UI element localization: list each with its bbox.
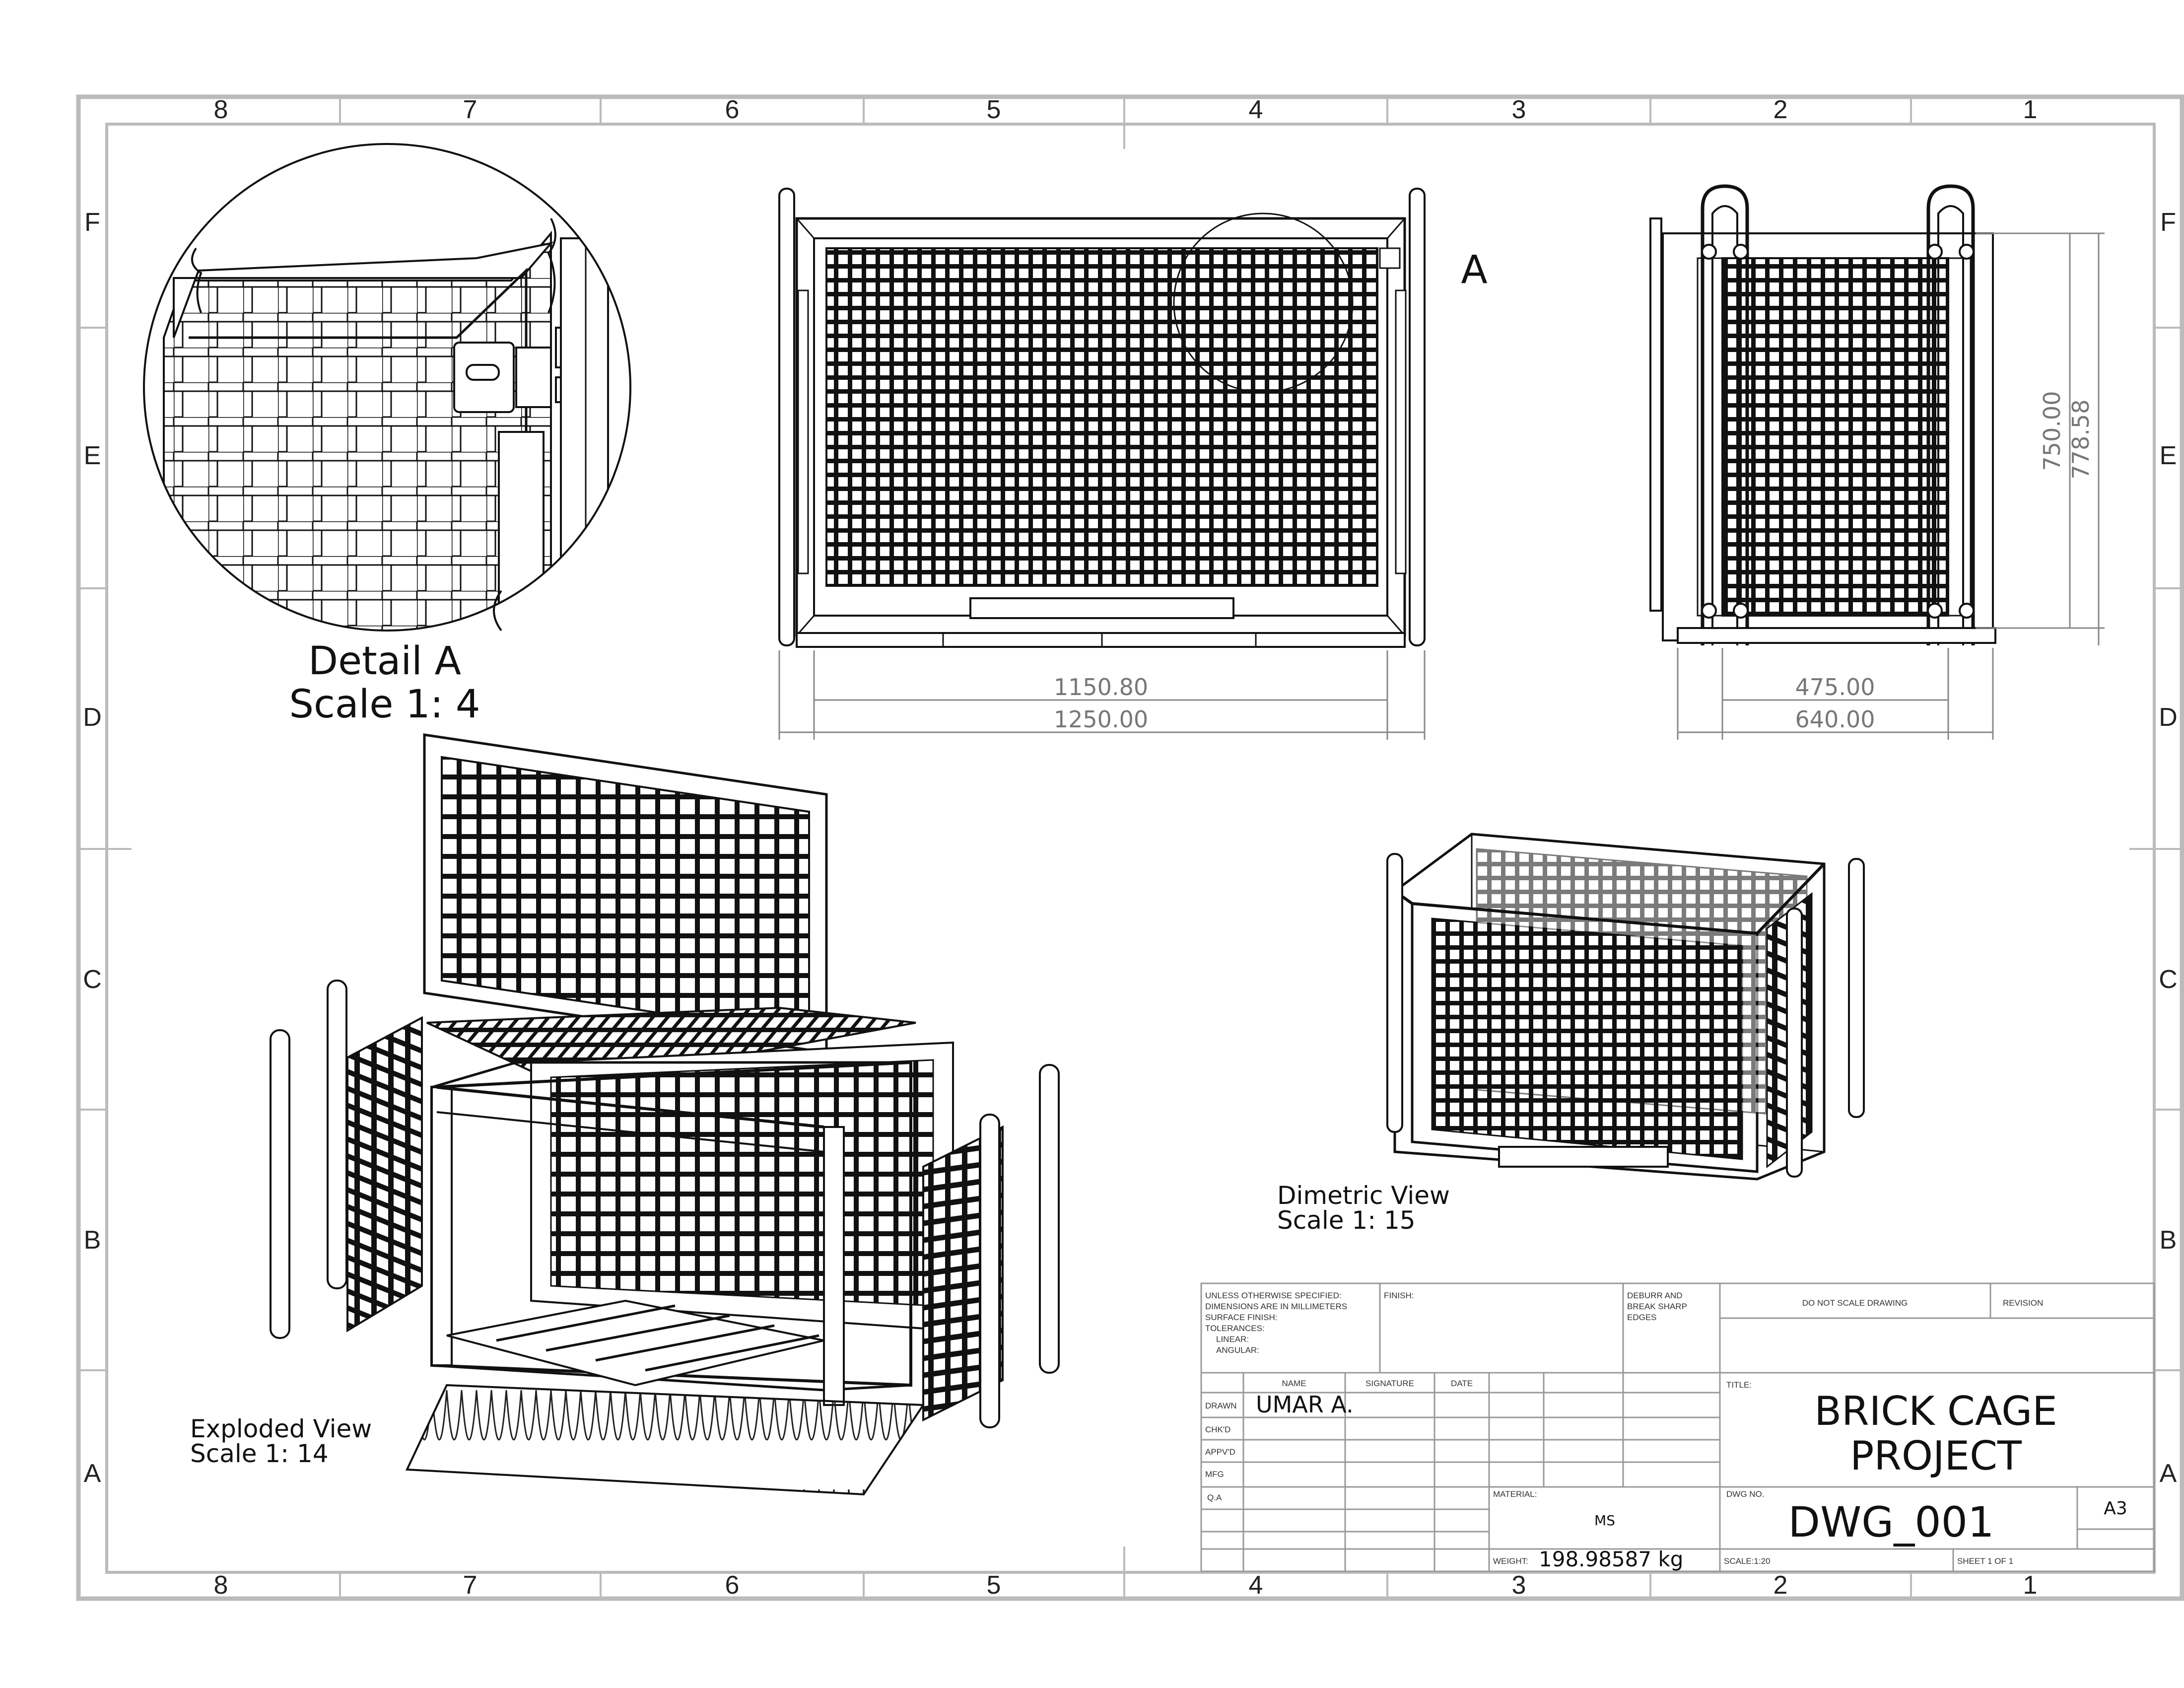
zone-col-label: 3	[1512, 1571, 1526, 1600]
tb-deburr: EDGES	[1627, 1313, 1657, 1322]
dimetric-view-title: Dimetric View	[1277, 1181, 1450, 1210]
tb-drawn-by: UMAR A.	[1256, 1391, 1354, 1418]
zone-row-label: F	[2160, 208, 2176, 237]
tb-note: SURFACE FINISH:	[1205, 1313, 1277, 1322]
tb-row-label: APPV'D	[1205, 1447, 1235, 1457]
tb-row-label: CHK'D	[1205, 1425, 1230, 1434]
zone-col-label: 6	[725, 95, 740, 124]
tb-finish-label: FINISH:	[1384, 1291, 1414, 1300]
exploded-view-scale: Scale 1: 14	[190, 1439, 329, 1468]
zone-col-label: 6	[725, 1571, 740, 1600]
tb-dwg-no-label: DWG NO.	[1726, 1489, 1765, 1499]
zone-col-label: 2	[1774, 95, 1788, 124]
exploded-view-title: Exploded View	[190, 1414, 372, 1443]
tb-dwg-no: DWG_001	[1788, 1498, 1994, 1547]
tb-weight: 198.98587 kg	[1539, 1547, 1683, 1571]
zone-col-label: 2	[1774, 1571, 1788, 1600]
tb-title-line1: BRICK CAGE	[1814, 1388, 2057, 1434]
tb-revision-label: REVISION	[2003, 1298, 2043, 1308]
zone-row-label: E	[84, 441, 101, 470]
tb-row-label: DRAWN	[1205, 1401, 1237, 1410]
zone-row-label: D	[83, 703, 102, 732]
outer-border	[76, 94, 2184, 1601]
zone-row-label: C	[83, 965, 102, 994]
front-view: A 1150.80 1250.00	[778, 188, 1488, 740]
zone-col-label: 7	[463, 95, 478, 124]
tb-weight-label: WEIGHT:	[1493, 1556, 1528, 1566]
tb-material-label: MATERIAL:	[1493, 1489, 1537, 1499]
zone-col-label: 1	[2023, 1571, 2038, 1600]
zone-col-label: 7	[463, 1571, 478, 1600]
tb-scale: SCALE:1:20	[1724, 1556, 1771, 1566]
zone-row-label: D	[2159, 703, 2178, 732]
zone-col-label: 4	[1249, 95, 1263, 124]
tb-col-date: DATE	[1451, 1379, 1473, 1388]
tb-col-signature: SIGNATURE	[1365, 1379, 1414, 1388]
zone-row-label: F	[84, 208, 100, 237]
tb-sheet: SHEET 1 OF 1	[1957, 1556, 2013, 1566]
tb-title-line2: PROJECT	[1850, 1433, 2022, 1479]
tb-note: UNLESS OTHERWISE SPECIFIED:	[1205, 1291, 1342, 1300]
zone-labels-bottom: 8 7 6 5 4 3 2 1	[214, 1571, 2038, 1600]
zone-col-label: 3	[1512, 95, 1526, 124]
tb-note: DIMENSIONS ARE IN MILLIMETERS	[1205, 1302, 1347, 1311]
detail-callout-label: A	[1461, 248, 1487, 292]
zone-row-label: B	[84, 1226, 101, 1255]
detail-a-scale: Scale 1: 4	[289, 682, 480, 727]
zone-labels-sides: F E D C B A F E D C B A	[83, 208, 2178, 1488]
zone-row-label: A	[2160, 1459, 2177, 1488]
tb-deburr: BREAK SHARP	[1627, 1302, 1687, 1311]
tb-col-name: NAME	[1282, 1379, 1306, 1388]
detail-a-view: Detail A Scale 1: 4	[143, 143, 631, 727]
title-block-text: UNLESS OTHERWISE SPECIFIED: DIMENSIONS A…	[1205, 1291, 2127, 1571]
tb-title-label: TITLE:	[1726, 1380, 1752, 1390]
tb-row-label: MFG	[1205, 1470, 1224, 1479]
dimetric-view: Dimetric View Scale 1: 15	[1277, 833, 1865, 1235]
dimetric-view-scale: Scale 1: 15	[1277, 1206, 1416, 1235]
tb-note: TOLERANCES:	[1205, 1324, 1265, 1333]
tb-material: MS	[1594, 1512, 1615, 1529]
tb-sheet-size: A3	[2104, 1498, 2127, 1519]
dimension-front-overall: 1250.00	[1054, 706, 1148, 733]
zone-row-label: B	[2160, 1226, 2177, 1255]
tb-row-label: Q.A	[1207, 1493, 1222, 1502]
dimension-side-height-overall: 778.58	[2067, 400, 2094, 480]
zone-ticks	[78, 97, 2182, 1599]
exploded-view: Exploded View Scale 1: 14	[190, 733, 1060, 1496]
dimension-side-inner: 475.00	[1795, 674, 1875, 701]
title-block	[1200, 1282, 2155, 1572]
zone-labels-top: 8 7 6 5 4 3 2 1	[214, 95, 2038, 124]
side-view: 475.00 640.00 750.00 778.58	[1649, 184, 2105, 740]
tb-do-not-scale: DO NOT SCALE DRAWING	[1802, 1298, 1908, 1308]
zone-row-label: E	[2160, 441, 2177, 470]
tb-deburr: DEBURR AND	[1627, 1291, 1682, 1300]
dimension-side-height-inner: 750.00	[2039, 391, 2065, 471]
zone-col-label: 1	[2023, 95, 2038, 124]
tb-note: LINEAR:	[1216, 1335, 1249, 1344]
zone-col-label: 4	[1249, 1571, 1263, 1600]
dimension-side-overall: 640.00	[1795, 706, 1875, 733]
dimension-front-inner: 1150.80	[1054, 674, 1148, 701]
zone-col-label: 5	[987, 1571, 1001, 1600]
zone-row-label: A	[84, 1459, 101, 1488]
zone-col-label: 5	[987, 95, 1001, 124]
tb-note: ANGULAR:	[1216, 1345, 1259, 1355]
zone-row-label: C	[2159, 965, 2178, 994]
zone-col-label: 8	[214, 1571, 228, 1600]
zone-col-label: 8	[214, 95, 228, 124]
detail-a-title: Detail A	[308, 639, 461, 684]
